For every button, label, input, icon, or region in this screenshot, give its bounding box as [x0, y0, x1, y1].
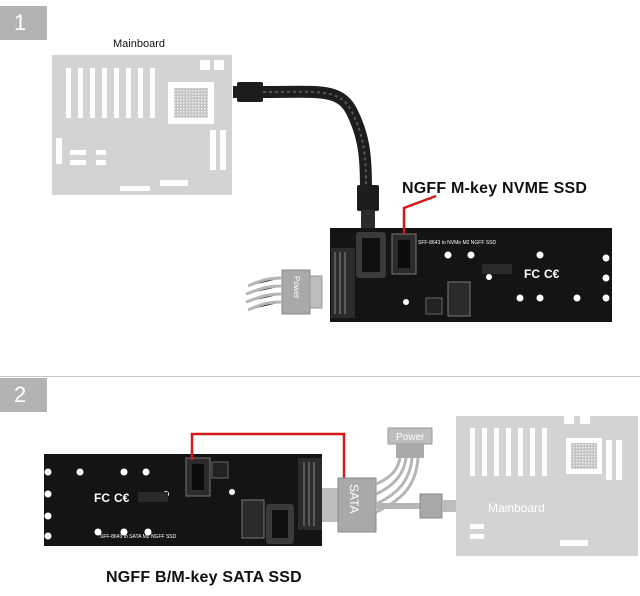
- step-2-number: 2: [14, 382, 27, 407]
- mainboard-bottom: Mainboard: [456, 416, 638, 556]
- board-marking-bottom: SFF-8643 to SATA M2 NGFF SSD: [100, 534, 177, 540]
- svg-text:FC: FC: [524, 267, 540, 281]
- step-1-number: 1: [14, 10, 27, 35]
- board-marking-top: SFF-8643 to NVMe M2 NGFF SSD: [418, 240, 496, 246]
- ce-icon: C€: [544, 267, 560, 281]
- step-1-badge: 1: [0, 6, 47, 40]
- ce-icon-bottom: C€: [114, 491, 130, 505]
- step-2-badge: 2: [0, 378, 47, 412]
- sata-cable-bottom: [376, 493, 458, 519]
- sff-8643-cable-top: [233, 82, 379, 232]
- nvme-pointer-line: [402, 194, 437, 234]
- power-label-bottom: Power: [396, 432, 425, 443]
- section-divider: [0, 376, 640, 377]
- mainboard-label-top: Mainboard: [113, 38, 165, 50]
- sata-adapter-board: SFF-8643 to SATA M2 NGFF SSD FC C€: [44, 454, 322, 546]
- power-label-top: Power: [292, 276, 301, 299]
- nvme-adapter-board: SFF-8643 to NVMe M2 NGFF SSD FC C€: [330, 228, 612, 322]
- power-connector-top: Power: [245, 269, 323, 315]
- fcc-icon: FC: [524, 267, 540, 281]
- mainboard-top: [52, 55, 232, 195]
- sata-ssd-label: NGFF B/M-key SATA SSD: [106, 569, 302, 586]
- mainboard-label-bottom: Mainboard: [488, 501, 545, 515]
- fcc-icon-bottom: FC: [94, 491, 110, 505]
- svg-text:C€: C€: [544, 267, 560, 281]
- nvme-ssd-label: NGFF M-key NVME SSD: [402, 180, 588, 197]
- sata-connector-label: SATA: [347, 484, 361, 514]
- sata-connector: SATA: [322, 477, 377, 533]
- sata-pointer-line: [190, 432, 346, 482]
